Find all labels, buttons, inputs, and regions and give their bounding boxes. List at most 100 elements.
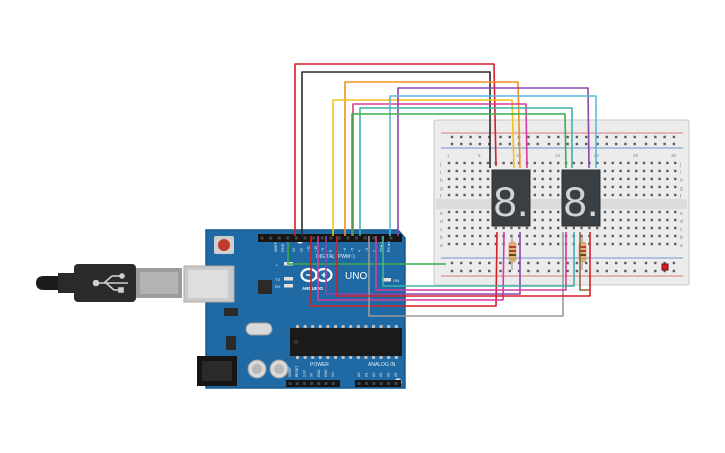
rail-hole xyxy=(557,135,560,139)
wire-pink-top[interactable] xyxy=(352,103,528,236)
breadboard-hole xyxy=(549,226,552,230)
power-pin[interactable] xyxy=(317,382,321,385)
header-pin[interactable] xyxy=(329,236,333,240)
digital-pin-label: 12 xyxy=(299,248,303,252)
rail-end-marker xyxy=(661,263,669,271)
header-pin[interactable] xyxy=(372,236,376,240)
breadboard-hole xyxy=(619,185,622,189)
header-pin[interactable] xyxy=(337,236,341,240)
wire-green-top[interactable] xyxy=(351,113,567,236)
breadboard-hole xyxy=(674,234,677,238)
header-pin[interactable] xyxy=(286,236,290,240)
power-pin-label: GND xyxy=(324,369,328,377)
analog-pin[interactable] xyxy=(379,382,383,385)
header-pin[interactable] xyxy=(389,236,393,240)
header-pin[interactable] xyxy=(312,236,316,240)
usb-cable[interactable] xyxy=(36,264,182,302)
power-pin[interactable] xyxy=(310,382,314,385)
display-body xyxy=(561,169,601,227)
seven-segment-display-right[interactable]: 8. xyxy=(561,169,601,227)
breadboard-hole xyxy=(557,210,560,214)
analog-pin[interactable] xyxy=(372,382,376,385)
breadboard-hole xyxy=(510,161,513,165)
breadboard-hole xyxy=(603,193,607,197)
rail-hole xyxy=(624,261,627,265)
chip-leg xyxy=(318,325,322,328)
power-pin[interactable] xyxy=(295,382,299,385)
breadboard-hole xyxy=(650,210,653,214)
chip-leg xyxy=(334,356,337,359)
wire-gray-bottom[interactable] xyxy=(368,232,564,317)
breadboard-hole xyxy=(518,226,521,230)
breadboard-hole xyxy=(533,226,536,230)
wire-orange-top[interactable] xyxy=(344,81,521,236)
wire-lightblue-top[interactable] xyxy=(389,95,597,236)
breadboard-hole xyxy=(463,161,466,165)
power-pin[interactable] xyxy=(288,382,292,385)
digital-pin-label: ~5 xyxy=(350,248,354,252)
wire-purple-top[interactable] xyxy=(397,87,590,236)
header-pin[interactable] xyxy=(294,236,298,240)
breadboard-hole xyxy=(549,177,552,181)
resistor-left[interactable] xyxy=(508,236,517,270)
wire-pink-bottom-2[interactable] xyxy=(375,232,567,291)
power-pin[interactable] xyxy=(331,382,335,385)
power-pin[interactable] xyxy=(302,382,306,385)
breadboard-hole xyxy=(627,161,630,165)
seven-segment-display-left[interactable]: 8. xyxy=(491,169,531,227)
voltage-regulator xyxy=(226,336,236,350)
analog-pin[interactable] xyxy=(357,382,361,385)
chip-leg xyxy=(311,356,315,359)
header-pin[interactable] xyxy=(277,236,281,240)
header-pin[interactable] xyxy=(355,236,359,240)
header-pin[interactable] xyxy=(269,236,273,240)
chip-leg xyxy=(356,356,360,359)
analog-pin[interactable] xyxy=(387,382,391,385)
breadboard-hole xyxy=(635,177,638,181)
chip-leg xyxy=(303,356,307,359)
wire-red-bottom-2[interactable] xyxy=(336,232,591,297)
wire-teal-top[interactable] xyxy=(359,107,573,236)
wire-red-bottom[interactable] xyxy=(310,231,498,307)
breadboard-hole xyxy=(533,210,536,214)
digital-pin-label: TX►1 xyxy=(380,242,384,252)
rail-hole xyxy=(663,261,666,265)
wire-purple-bottom[interactable] xyxy=(325,232,521,295)
breadboard-hole xyxy=(666,226,669,230)
wire-teal-bottom[interactable] xyxy=(382,232,575,287)
crystal-oscillator xyxy=(245,322,273,336)
header-pin[interactable] xyxy=(346,236,350,240)
breadboard-hole xyxy=(447,185,451,189)
header-pin[interactable] xyxy=(363,236,367,240)
wire-pink-bottom[interactable] xyxy=(317,231,505,301)
wire-black-top[interactable] xyxy=(301,71,491,236)
header-pin[interactable] xyxy=(320,236,324,240)
breadboard-hole xyxy=(494,226,497,230)
power-pin[interactable] xyxy=(324,382,328,385)
breadboard-hole xyxy=(486,218,490,222)
breadboard-hole xyxy=(627,169,630,173)
reset-button[interactable] xyxy=(218,239,230,251)
analog-pin[interactable] xyxy=(394,382,398,385)
header-pin[interactable] xyxy=(260,236,264,240)
rail-hole xyxy=(469,135,472,139)
breadboard-hole xyxy=(479,185,482,189)
analog-pin[interactable] xyxy=(364,382,368,385)
bottom-power-rail xyxy=(450,261,676,273)
breadboard-hole xyxy=(471,234,474,238)
header-pin[interactable] xyxy=(303,236,307,240)
breadboard-hole xyxy=(510,234,513,238)
row-letter-b: b xyxy=(440,235,443,241)
usb-symbol-icon xyxy=(92,273,128,293)
rail-hole xyxy=(527,269,530,273)
wire-green-gnd[interactable] xyxy=(287,242,446,265)
wire-red-top[interactable] xyxy=(294,63,497,236)
wire-brown-bottom[interactable] xyxy=(579,232,589,291)
rail-hole xyxy=(596,269,599,273)
breadboard-hole xyxy=(455,218,458,222)
wire-yellow-top[interactable] xyxy=(332,99,515,236)
breadboard-hole xyxy=(479,193,482,197)
breadboard-hole xyxy=(635,193,638,197)
breadboard-hole xyxy=(635,169,638,173)
